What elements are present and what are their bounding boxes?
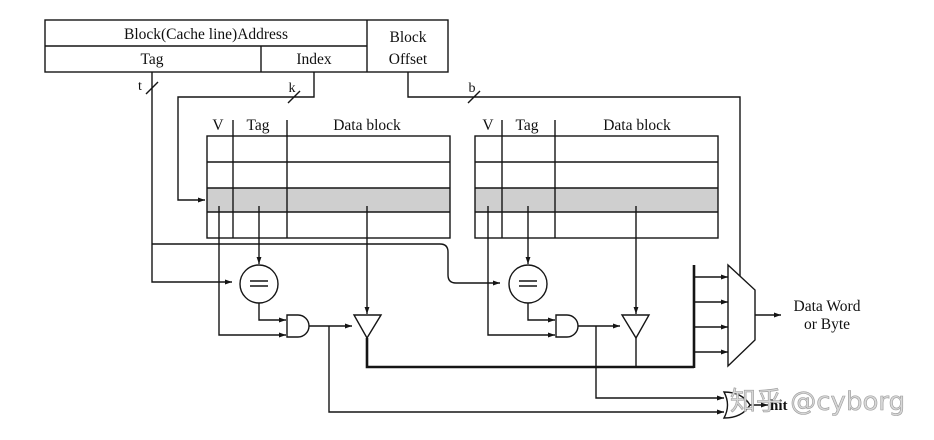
address-register: Block(Cache line)Address Tag Index Block…: [44, 19, 449, 73]
way-2-hit-to-or: [595, 326, 724, 401]
tag-bus-to-comparator-2: [152, 243, 500, 286]
way-1-v-header: V: [212, 117, 224, 134]
way-1-logic: [218, 206, 724, 415]
way-2-tristate-buffer: [620, 314, 651, 340]
way-1-comparator: [239, 264, 279, 304]
hit-logic: hit: [722, 391, 788, 419]
way-2-logic: [487, 206, 724, 401]
output-label-1: Data Word: [794, 298, 861, 315]
way-2-table: [474, 135, 719, 239]
offset-bus-line: [407, 72, 743, 290]
way-2-data-header: Data block: [603, 117, 671, 134]
way-2-selected-row: [475, 188, 718, 212]
way-1-compare-to-and: [258, 303, 286, 323]
tag-bus-to-comparator-1: [151, 72, 232, 285]
way-2-tag-header: Tag: [515, 117, 538, 134]
offset-field-label-1: Block: [389, 29, 426, 46]
way-2-valid-to-and: [487, 206, 555, 338]
way-1-tag-header: Tag: [246, 117, 269, 134]
way-2-comparator: [508, 264, 548, 304]
way-1-hit-to-or: [328, 326, 724, 415]
multiplexer-block: Data Word or Byte: [692, 263, 861, 368]
tag-bus: t: [138, 72, 500, 286]
offset-field-label-2: Offset: [389, 51, 428, 68]
way-1-valid-to-and: [218, 206, 286, 338]
index-bus-width-slash: [287, 90, 301, 104]
way-1: V Tag Data block: [206, 117, 451, 239]
block-address-label: Block(Cache line)Address: [124, 26, 288, 43]
way-1-and-gate: [286, 314, 310, 338]
index-width-label: k: [289, 81, 296, 96]
tag-bus-width-slash: [145, 81, 159, 95]
way-2-compare-to-and: [527, 303, 555, 323]
index-bus-line: [177, 72, 315, 203]
way-2-v-header: V: [482, 117, 494, 134]
way-1-data-bus: [365, 338, 694, 369]
offset-width-label: b: [469, 81, 476, 96]
tag-width-label: t: [138, 79, 142, 94]
way-1-table: [206, 135, 451, 239]
way-1-data-header: Data block: [333, 117, 401, 134]
offset-bus-width-slash: [467, 90, 481, 104]
way-2: V Tag Data block: [474, 117, 719, 239]
tag-field-label: Tag: [140, 51, 163, 68]
hit-label: hit: [770, 398, 788, 414]
index-field-label: Index: [296, 51, 332, 68]
output-label-2: or Byte: [804, 316, 850, 333]
multiplexer: [727, 263, 756, 368]
way-2-and-gate: [555, 314, 579, 338]
watermark: 知乎 @cyborg: [730, 387, 905, 417]
or-gate: [722, 391, 751, 419]
way-1-selected-row: [207, 188, 450, 212]
index-bus: k: [177, 72, 315, 203]
way-1-tristate-buffer: [352, 314, 383, 340]
offset-bus: b: [407, 72, 743, 290]
